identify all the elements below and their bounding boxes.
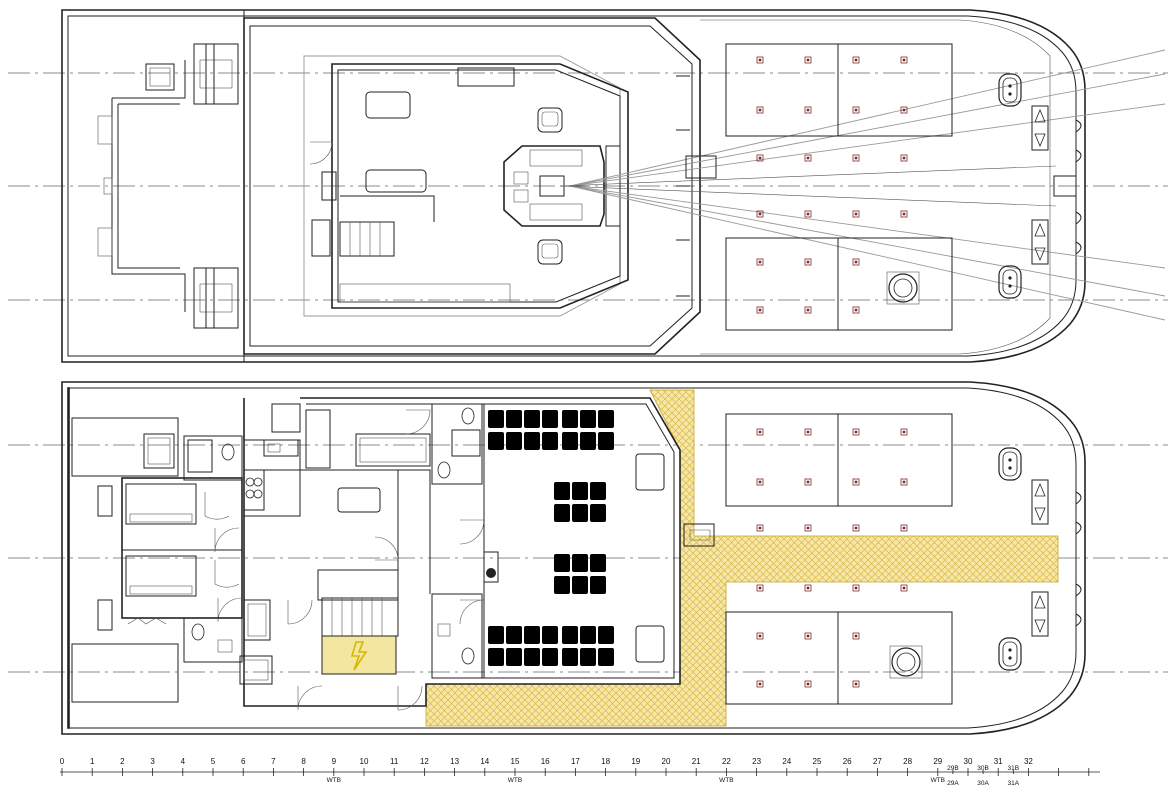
frame-label: 30 — [964, 757, 973, 766]
life-ring-icon — [486, 568, 496, 578]
main-deck-plan — [8, 381, 1168, 735]
frame-label: 17 — [571, 757, 580, 766]
frame-label: 29 — [933, 757, 942, 766]
frame-label: 2 — [120, 757, 125, 766]
frame-label: 19 — [631, 757, 640, 766]
crew-cabins — [121, 477, 243, 625]
lightning-bolt-icon — [350, 641, 368, 671]
upper-deck-plan — [8, 9, 1168, 363]
frame-label: 18 — [601, 757, 610, 766]
wtb-label: WTB — [327, 777, 341, 784]
frame-label: 8 — [301, 757, 306, 766]
frame-label: 16 — [541, 757, 550, 766]
frame-label: 22 — [722, 757, 731, 766]
frame-label: 21 — [692, 757, 701, 766]
half-frame-label: 30B — [977, 765, 989, 772]
galley-mess — [243, 403, 431, 601]
frame-label: 9 — [332, 757, 337, 766]
frame-ticks — [61, 768, 1090, 776]
radar-sight-lines — [559, 49, 1166, 321]
half-frame-label: 31A — [1008, 780, 1020, 787]
frame-label: 11 — [390, 757, 399, 766]
frame-label: 15 — [511, 757, 520, 766]
wheelhouse — [309, 63, 629, 309]
stairwell — [321, 597, 399, 637]
frame-label: 23 — [752, 757, 761, 766]
frame-label: 24 — [782, 757, 791, 766]
foredeck-hatch-covers-upper — [725, 43, 953, 331]
wtb-label: WTB — [931, 777, 945, 784]
frame-label: 5 — [211, 757, 216, 766]
washrooms — [183, 403, 483, 679]
frame-label: 12 — [420, 757, 429, 766]
passenger-seating — [459, 404, 665, 678]
wtb-label: WTB — [719, 777, 733, 784]
frame-label: 7 — [271, 757, 276, 766]
wtb-labels: WTB WTB WTB WTB — [327, 777, 945, 784]
frame-label: 14 — [480, 757, 489, 766]
frame-label: 26 — [843, 757, 852, 766]
electrical-room — [321, 635, 397, 675]
aft-davit-starboard — [193, 267, 239, 329]
frame-label: 31 — [994, 757, 1003, 766]
half-frame-label: 30A — [977, 780, 989, 787]
frame-label: 13 — [450, 757, 459, 766]
half-frame-labels: 29B 30B 31B 29A 30A 31A — [947, 765, 1020, 787]
frame-label: 25 — [813, 757, 822, 766]
frame-label: 32 — [1024, 757, 1033, 766]
frame-label: 28 — [903, 757, 912, 766]
frame-label: 1 — [90, 757, 95, 766]
frame-label: 10 — [360, 757, 369, 766]
frame-label: 27 — [873, 757, 882, 766]
frame-label: 0 — [60, 757, 65, 766]
frame-label: 4 — [181, 757, 186, 766]
aft-davit-port — [193, 43, 239, 105]
frame-label: 20 — [662, 757, 671, 766]
half-frame-label: 31B — [1008, 765, 1020, 772]
frame-label: 6 — [241, 757, 246, 766]
half-frame-label: 29A — [947, 780, 959, 787]
wtb-label: WTB — [508, 777, 522, 784]
foredeck-hatch-covers-lower — [725, 413, 953, 705]
frame-label: 3 — [150, 757, 155, 766]
half-frame-label: 29B — [947, 765, 959, 772]
